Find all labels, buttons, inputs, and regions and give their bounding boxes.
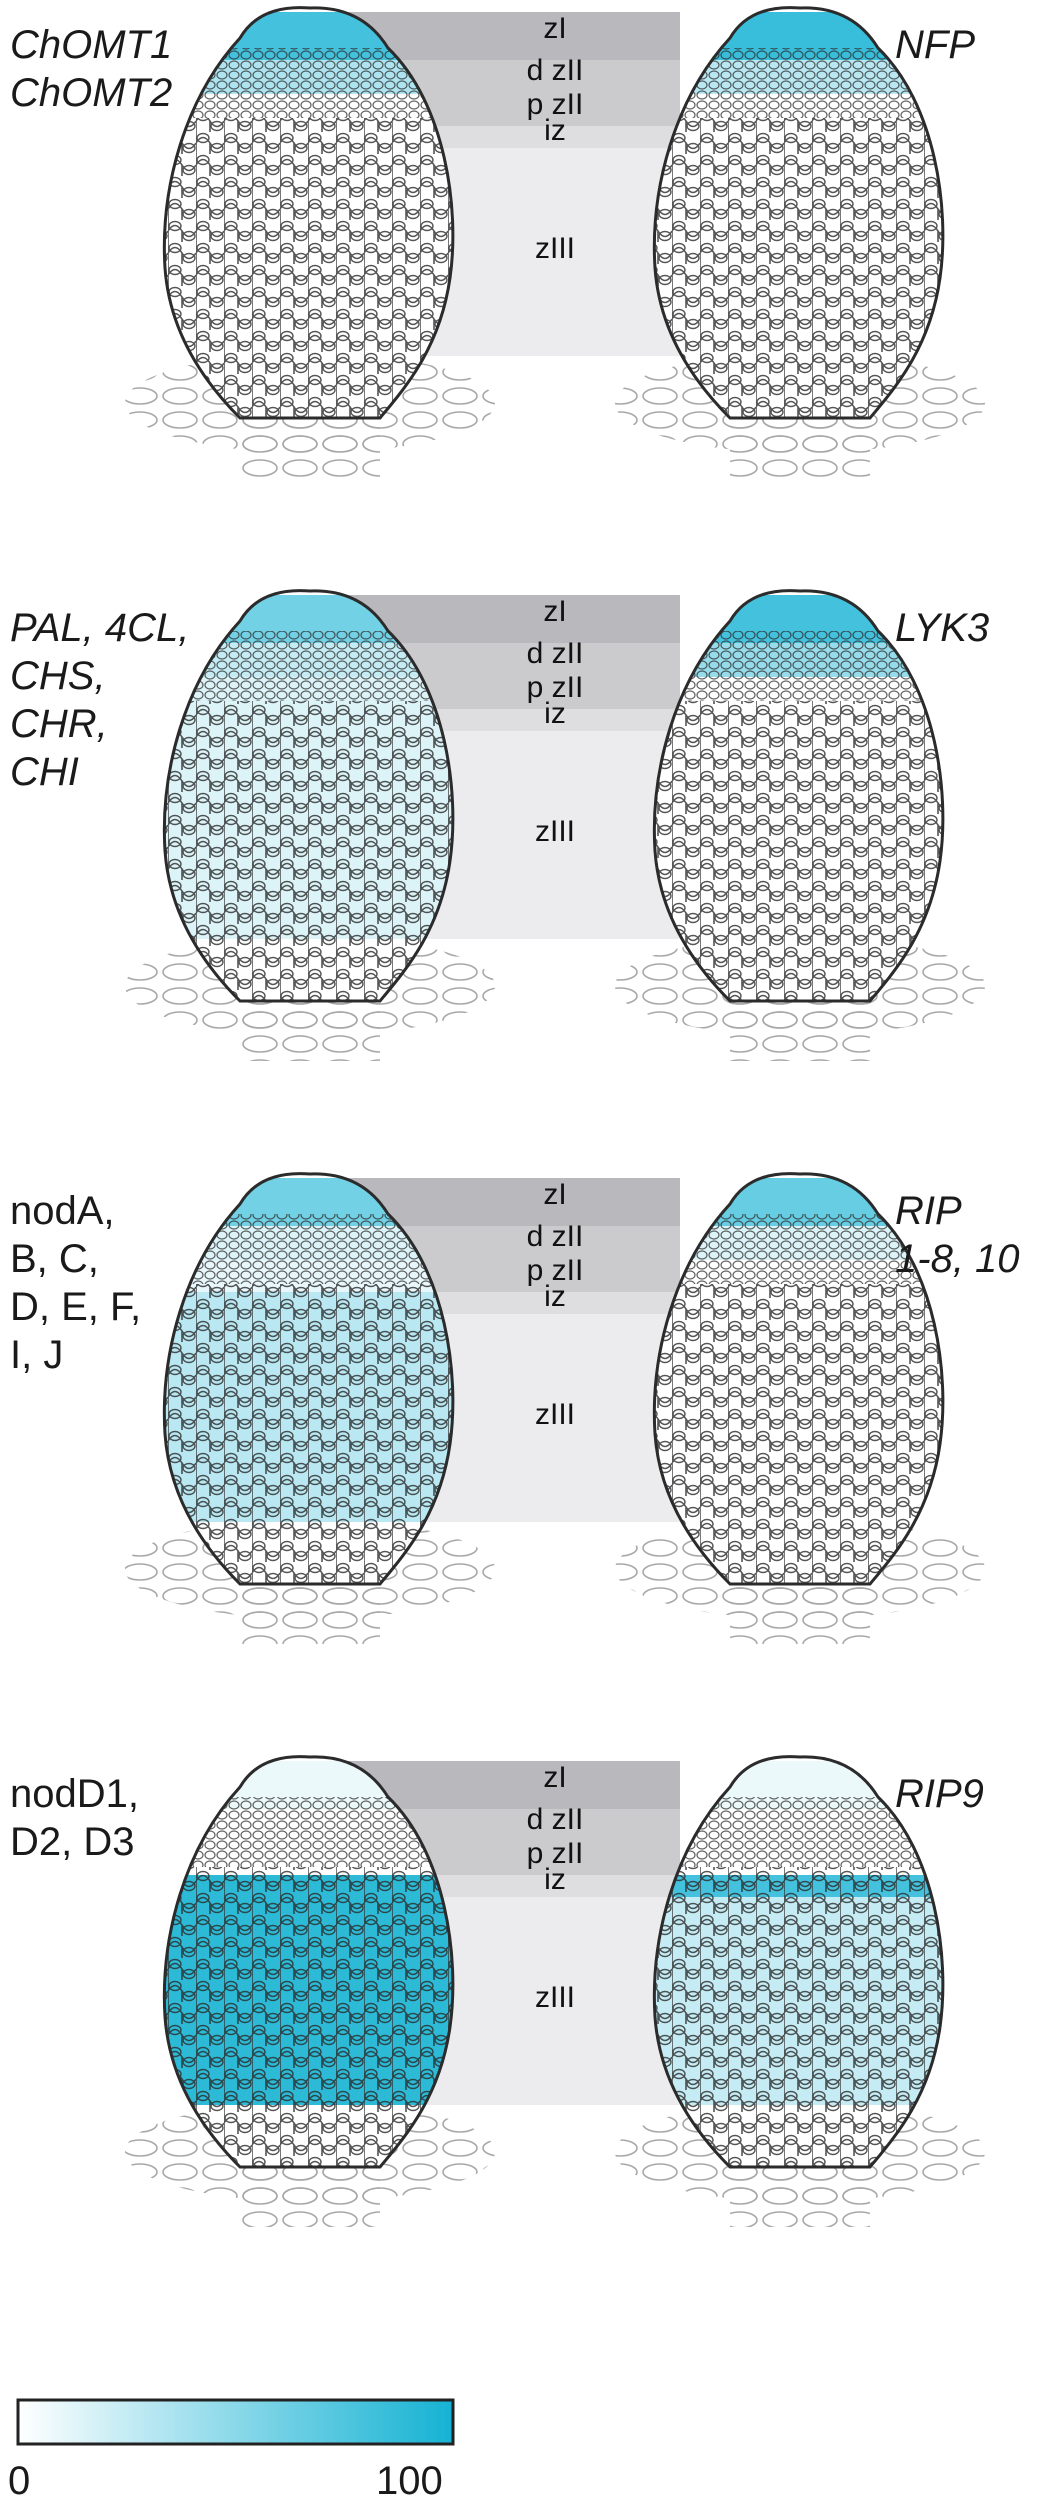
left-gene-label: nodA, bbox=[10, 1189, 115, 1233]
zone-label: zIII bbox=[535, 232, 575, 265]
zone-label: zI bbox=[543, 12, 566, 45]
zone-label: iz bbox=[544, 114, 566, 147]
right-nodule-outline bbox=[652, 1172, 945, 1586]
zone-label: iz bbox=[544, 1863, 566, 1896]
left-gene-label: ChOMT2 bbox=[10, 71, 172, 115]
left-nodule-outline bbox=[162, 1755, 455, 2169]
color-scale-bar bbox=[16, 2398, 455, 2446]
zone-label: d zII bbox=[527, 54, 584, 87]
right-gene-label: NFP bbox=[895, 23, 975, 67]
zone-label: iz bbox=[544, 697, 566, 730]
scale-max-label: 100 bbox=[376, 2459, 443, 2500]
zone-label: zIII bbox=[535, 1981, 575, 2014]
right-nodule-outline bbox=[652, 1755, 945, 2169]
left-expression-fills bbox=[164, 590, 453, 1001]
zone-label: d zII bbox=[527, 1220, 584, 1253]
left-nodule-outline bbox=[162, 1172, 455, 1586]
zone-label: zIII bbox=[535, 1398, 575, 1431]
left-gene-label: CHI bbox=[10, 750, 79, 794]
zone-label: zI bbox=[543, 1178, 566, 1211]
color-scale-legend: 0 100 bbox=[8, 2398, 455, 2500]
scale-min-label: 0 bbox=[8, 2459, 30, 2500]
left-gene-label: CHS, bbox=[10, 654, 106, 698]
right-gene-label: 1-8, 10 bbox=[895, 1237, 1020, 1281]
left-nodule-outline bbox=[162, 6, 455, 420]
left-gene-label: PAL, 4CL, bbox=[10, 606, 189, 650]
left-gene-label: D2, D3 bbox=[10, 1820, 135, 1864]
zone-label: p zII bbox=[527, 88, 584, 121]
right-gene-label: LYK3 bbox=[895, 606, 989, 650]
zone-label: d zII bbox=[527, 1803, 584, 1836]
left-nodule-outline bbox=[162, 589, 455, 1003]
left-gene-label: ChOMT1 bbox=[10, 23, 172, 67]
zone-label: p zII bbox=[527, 1254, 584, 1287]
zone-label: zI bbox=[543, 595, 566, 628]
zone-label: d zII bbox=[527, 637, 584, 670]
left-gene-label: CHR, bbox=[10, 702, 108, 746]
left-gene-label: B, C, bbox=[10, 1237, 99, 1281]
right-gene-label: RIP9 bbox=[895, 1772, 984, 1816]
right-nodule-outline bbox=[652, 6, 945, 420]
zone-label: zI bbox=[543, 1761, 566, 1794]
left-gene-label: I, J bbox=[10, 1333, 63, 1377]
right-expression-fills bbox=[654, 590, 943, 1001]
zone-label: zIII bbox=[535, 815, 575, 848]
right-gene-label: RIP bbox=[895, 1189, 962, 1233]
zone-label: p zII bbox=[527, 1837, 584, 1870]
left-gene-label: nodD1, bbox=[10, 1772, 139, 1816]
zone-label: p zII bbox=[527, 671, 584, 704]
left-gene-label: D, E, F, bbox=[10, 1285, 141, 1329]
right-nodule-outline bbox=[652, 589, 945, 1003]
right-expression-fills bbox=[654, 1756, 943, 2167]
zone-label: iz bbox=[544, 1280, 566, 1313]
